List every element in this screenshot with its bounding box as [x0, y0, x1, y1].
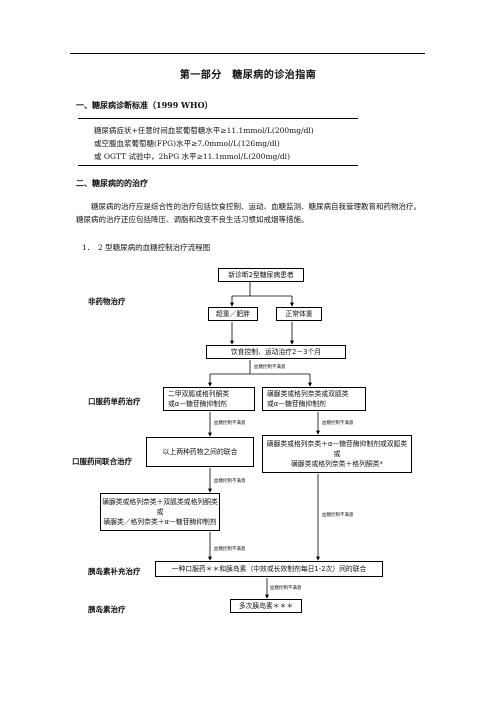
box-text: 或α—糖苷酶抑制剂 [267, 400, 326, 408]
criteria-line: 或 OGTT 试验中，2hPG 水平≥11.1mmol/L(200mg/dl) [94, 152, 291, 161]
stage-label-insulin: 胰岛素治疗 [88, 605, 126, 614]
box-sulfonylurea-single: 磺脲类或格列奈类或双胍类 或α—糖苷酶抑制剂 [262, 387, 366, 411]
note-poor-control: 血糖控制不满意 [322, 421, 354, 426]
box-text: 正常体重 [285, 310, 313, 318]
box-text: 多次胰岛素＊＊＊ [238, 602, 294, 610]
criteria-top-rule [78, 118, 358, 119]
stage-label-insulin-supplement: 胰岛素补充治疗 [88, 567, 141, 576]
box-text: 超重／肥胖 [216, 310, 250, 318]
note-poor-control: 血糖控制不满意 [270, 586, 302, 591]
box-text: 磺脲类或格列奈类或双胍类 [267, 390, 349, 398]
diagnosis-criteria: 糖尿病症状+任意时间血浆葡萄糖水平≥11.1mmol/L(200mg/dl) 或… [94, 124, 314, 163]
box-two-drug-combo: 以上两种药物之间的联合 [146, 437, 254, 467]
box-text: 磺脲类或格列奈类＋双胍类或格列酮类 [102, 498, 218, 506]
box-diet-exercise: 饮食控制、运动治疗2－3个月 [206, 345, 346, 359]
box-new-diagnosis: 新诊断2型糖尿病患者 [218, 268, 304, 282]
box-text: 二甲双胍或格列酮类 [168, 390, 230, 398]
criteria-line: 或空腹血浆葡萄糖(FPG)水平≥7.0mmol/L(126mg/dl) [94, 139, 280, 148]
top-rule [70, 53, 425, 54]
section1-heading: 一、糖尿病诊断标准（1999 WHO） [76, 100, 213, 110]
box-text: 以上两种药物之间的联合 [162, 448, 238, 456]
box-text: 一种口服药＊＊和胰岛素（中效或长效制剂每日1-2次）间的联合 [171, 565, 367, 573]
page-title: 第一部分 糖尿病的诊治指南 [179, 70, 317, 81]
box-normal-weight: 正常体重 [276, 307, 322, 321]
box-metformin-or-tzd: 二甲双胍或格列酮类 或α—糖苷酶抑制剂 [163, 387, 255, 411]
box-oral-insulin-combo: 一种口服药＊＊和胰岛素（中效或长效制剂每日1-2次）间的联合 [155, 561, 383, 577]
box-overweight: 超重／肥胖 [208, 307, 258, 321]
box-text: 新诊断2型糖尿病患者 [228, 271, 294, 279]
box-left-combo: 磺脲类或格列奈类＋双胍类或格列酮类 或 磺脲类／格列奈类＋α—糖苷酶抑制剂 [100, 493, 220, 531]
note-poor-control: 血糖控制不满意 [322, 513, 354, 518]
stage-label-oral-combined: 口服药间联合治疗 [72, 457, 132, 466]
box-text: 磺脲类或格列奈类＋格列酮类* [291, 460, 383, 468]
box-text: 饮食控制、运动治疗2－3个月 [230, 348, 322, 356]
box-text: 或 [333, 450, 341, 458]
box-multiple-insulin: 多次胰岛素＊＊＊ [230, 599, 302, 613]
flowchart-caption: 1． 2 型糖尿病的血糖控制治疗流程图 [82, 243, 211, 252]
criteria-bottom-rule [78, 165, 358, 166]
box-text: 或α—糖苷酶抑制剂 [168, 400, 227, 408]
note-poor-control: 血糖控制不满意 [214, 547, 246, 552]
stage-label-oral-single: 口服药单药治疗 [88, 397, 141, 406]
stage-label-non-drug: 非药物治疗 [88, 297, 126, 306]
note-poor-control: 血糖控制不满意 [214, 421, 246, 426]
section2-heading: 二、糖尿病的的治疗 [76, 178, 148, 188]
box-right-combo: 磺脲类或格列奈类＋α—糖苷酶抑制剂或双胍类 或 磺脲类或格列奈类＋格列酮类* [262, 435, 412, 473]
note-poor-control: 血糖控制不满意 [214, 479, 246, 484]
treatment-paragraph: 糖尿病的治疗应是综合性的治疗包括饮食控制、运动、血糖监测、糖尿病自我管理教育和药… [76, 202, 421, 224]
box-text: 磺脲类／格列奈类＋α—糖苷酶抑制剂 [103, 518, 217, 526]
criteria-line: 糖尿病症状+任意时间血浆葡萄糖水平≥11.1mmol/L(200mg/dl) [94, 126, 314, 135]
note-poor-control: 血糖控制不满意 [254, 365, 286, 370]
box-text: 磺脲类或格列奈类＋α—糖苷酶抑制剂或双胍类 [266, 440, 408, 448]
box-text: 或 [156, 508, 164, 516]
